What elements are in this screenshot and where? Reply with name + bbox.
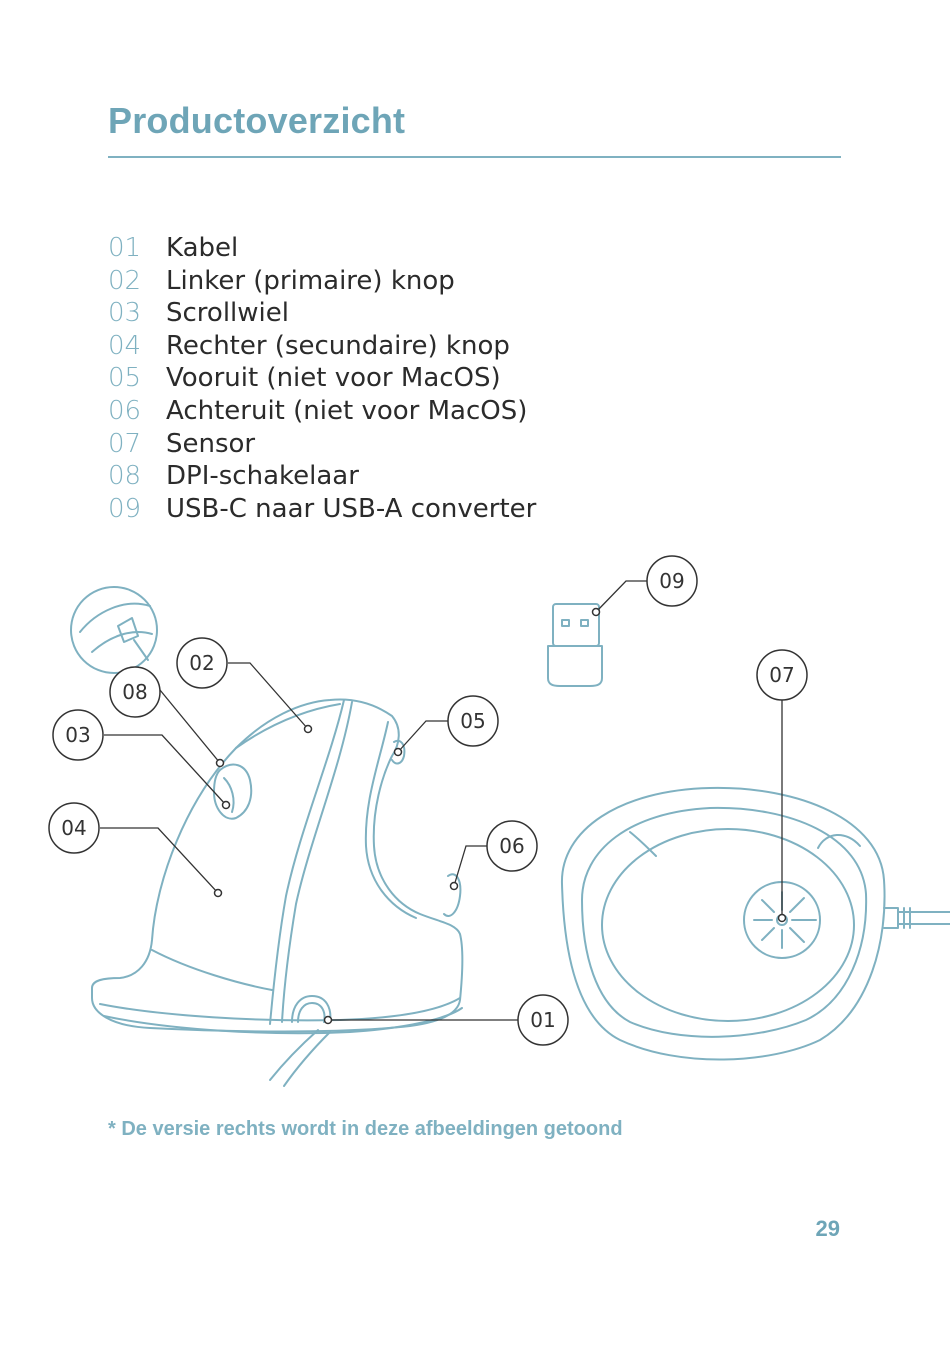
- callout-06: 06: [486, 820, 538, 872]
- item-number: 02: [108, 265, 142, 296]
- item-number: 04: [108, 330, 142, 361]
- list-item: 05 Vooruit (niet voor MacOS): [108, 362, 536, 395]
- title-divider: [108, 156, 841, 158]
- item-number: 03: [108, 298, 142, 329]
- list-item: 01 Kabel: [108, 232, 536, 265]
- callout-label: 05: [460, 709, 485, 733]
- callout-02: 02: [176, 637, 228, 689]
- item-number: 05: [108, 363, 142, 394]
- callout-05: 05: [447, 695, 499, 747]
- parts-list: 01 Kabel 02 Linker (primaire) knop 03 Scrol…: [108, 232, 536, 525]
- product-illustration: 01 02 03 04 05 06 07 08 09: [48, 555, 950, 1087]
- list-item: 09 USB-C naar USB-A converter: [108, 493, 536, 526]
- dpi-detail-inset: [70, 586, 158, 674]
- mouse-underside: [560, 786, 950, 1061]
- item-label: Kabel: [166, 233, 239, 263]
- item-label: Achteruit (niet voor MacOS): [166, 395, 528, 426]
- callout-label: 02: [189, 651, 214, 675]
- list-item: 02 Linker (primaire) knop: [108, 265, 536, 298]
- callout-01: 01: [517, 994, 569, 1046]
- item-label: DPI-schakelaar: [166, 461, 359, 492]
- item-label: Vooruit (niet voor MacOS): [166, 363, 501, 394]
- usb-converter: [547, 603, 603, 687]
- item-label: Linker (primaire) knop: [166, 265, 455, 296]
- page-number: 29: [815, 1216, 840, 1241]
- callout-label: 08: [122, 680, 147, 704]
- callout-08: 08: [109, 666, 161, 718]
- leader-dots: [213, 607, 787, 1025]
- callout-09: 09: [646, 555, 698, 607]
- leader-lines: [100, 580, 783, 1021]
- callout-label: 01: [530, 1008, 555, 1032]
- item-label: USB-C naar USB-A converter: [166, 493, 537, 524]
- callout-03: 03: [52, 709, 104, 761]
- list-item: 04 Rechter (secundaire) knop: [108, 330, 536, 363]
- callout-label: 07: [769, 663, 794, 687]
- callout-label: 06: [499, 834, 524, 858]
- callout-label: 09: [659, 569, 684, 593]
- callout-04: 04: [48, 802, 100, 854]
- item-number: 09: [108, 493, 142, 524]
- item-number: 08: [108, 461, 142, 492]
- item-label: Rechter (secundaire) knop: [166, 330, 510, 361]
- item-label: Sensor: [166, 428, 256, 459]
- item-number: 01: [108, 233, 142, 263]
- callout-label: 04: [61, 816, 86, 840]
- list-item: 06 Achteruit (niet voor MacOS): [108, 395, 536, 428]
- item-number: 07: [108, 428, 142, 459]
- callout-07: 07: [756, 649, 808, 701]
- page-title: Productoverzicht: [108, 100, 406, 141]
- item-label: Scrollwiel: [166, 298, 289, 329]
- list-item: 08 DPI-schakelaar: [108, 460, 536, 493]
- footnote: * De versie rechts wordt in deze afbeeld…: [108, 1118, 623, 1140]
- list-item: 07 Sensor: [108, 428, 536, 461]
- mouse-outline: [91, 698, 464, 1087]
- callout-label: 03: [65, 723, 90, 747]
- list-item: 03 Scrollwiel: [108, 297, 536, 330]
- item-number: 06: [108, 395, 142, 426]
